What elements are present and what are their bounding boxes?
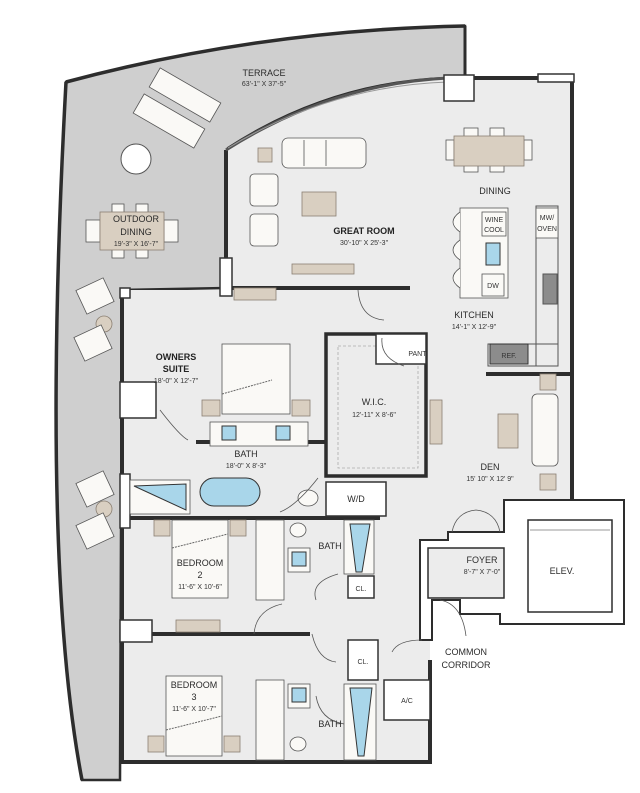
bedroom3-label-2: 3: [191, 692, 196, 702]
door[interactable]: [381, 337, 405, 367]
closet-2-label: CL.: [356, 586, 367, 593]
bath3-label: BATH: [318, 719, 341, 729]
door[interactable]: [439, 599, 467, 637]
bath2-label: BATH: [318, 541, 341, 551]
toilet: [297, 489, 319, 507]
wine-cooler-label-1: WINE: [485, 217, 504, 224]
owners-suite-label-2: SUITE: [163, 364, 190, 374]
owners-suite-dims: 18'-0" X 12'-7": [154, 378, 199, 385]
microwave-label-1: MW/: [540, 215, 554, 222]
outdoor-dining-label-1: OUTDOOR: [113, 214, 159, 224]
den-label: DEN: [480, 462, 499, 472]
outdoor-dining-dims: 19'-3" X 16'-7": [114, 241, 159, 248]
bedroom3-bed: [147, 675, 241, 757]
dresser: [175, 619, 221, 633]
terrace-furniture: [73, 67, 222, 550]
closet-bedroom2: [255, 519, 285, 601]
microwave-label-2: OVEN: [537, 226, 557, 233]
refrigerator-label: REF.: [501, 353, 516, 360]
island-sink: [485, 242, 501, 266]
ac-closet: [383, 679, 431, 721]
outdoor-dining-label-2: DINING: [120, 227, 152, 237]
closet-3-label: CL.: [358, 659, 369, 666]
door[interactable]: [357, 289, 385, 321]
common-corridor-label-1: COMMON: [445, 647, 487, 657]
pantry-label: PANT.: [408, 351, 427, 358]
den-dims: 15' 10" X 12' 9": [466, 476, 514, 483]
cooktop: [542, 273, 558, 305]
bedroom2-dims: 11'-6" X 10'-6": [178, 584, 222, 591]
dishwasher-label: DW: [487, 283, 499, 290]
outdoor-dining-table: [85, 203, 179, 259]
washer-dryer: [325, 481, 387, 517]
bath3-toilet: [289, 736, 307, 752]
den-furniture: [429, 373, 559, 491]
foyer-dims: 8'-7" X 7'-0": [464, 569, 501, 576]
dining-label: DINING: [479, 186, 511, 196]
bath2-shower: [349, 523, 371, 573]
washer-dryer-label: W/D: [347, 494, 365, 504]
closet-bedroom3: [255, 679, 285, 761]
bedroom3-dims: 11'-6" X 10'-7": [172, 706, 216, 713]
bedroom2-label-2: 2: [197, 570, 202, 580]
bedroom3-label-1: BEDROOM: [171, 680, 218, 690]
kitchen-dims: 14'-1" X 12'-9": [452, 324, 497, 331]
wic-label: W.I.C.: [362, 397, 387, 407]
pantry: [375, 333, 427, 365]
door[interactable]: [279, 477, 319, 513]
elevator: [527, 519, 613, 613]
door[interactable]: [314, 573, 339, 601]
common-corridor-label-2: CORRIDOR: [442, 660, 491, 670]
owners-bath-label: BATH: [234, 449, 257, 459]
door[interactable]: [315, 695, 345, 725]
closet-2: [347, 575, 375, 599]
shower: [133, 483, 187, 511]
terrace-dims: 63'-1" X 37'-5": [242, 81, 287, 88]
owners-bed: [201, 343, 311, 447]
terrace-label: TERRACE: [242, 68, 285, 78]
door[interactable]: [311, 633, 337, 663]
front-door[interactable]: [451, 509, 501, 533]
bedroom2-bed: [153, 519, 247, 599]
closet-3: [347, 639, 379, 681]
bathtub: [199, 477, 261, 507]
great-room-dims: 30'-10" X 25'-3": [340, 240, 389, 247]
bath2-sink: [291, 551, 307, 567]
wine-cooler-label-2: COOL: [484, 227, 504, 234]
elevator-label: ELEV.: [550, 566, 575, 576]
owners-suite-label-1: OWNERS: [156, 352, 197, 362]
column: [443, 74, 475, 102]
door[interactable]: [159, 409, 189, 441]
bath3-shower: [349, 687, 373, 757]
bath2-toilet: [289, 522, 307, 538]
ac-label: A/C: [401, 698, 413, 705]
refrigerator: [489, 343, 529, 365]
owners-bath-dims: 18'-0" X 8'-3": [226, 463, 267, 470]
bath3-sink: [291, 687, 307, 703]
foyer-label: FOYER: [466, 555, 498, 565]
microwave-oven: [535, 207, 559, 239]
dining-table: [445, 127, 533, 173]
living-furniture: [233, 137, 367, 301]
door[interactable]: [253, 603, 283, 635]
door[interactable]: [391, 639, 423, 653]
wic-dims: 12'-11" X 8'-6": [352, 412, 396, 419]
bedroom2-label-1: BEDROOM: [177, 558, 224, 568]
kitchen-label: KITCHEN: [454, 310, 494, 320]
great-room-label: GREAT ROOM: [333, 226, 394, 236]
